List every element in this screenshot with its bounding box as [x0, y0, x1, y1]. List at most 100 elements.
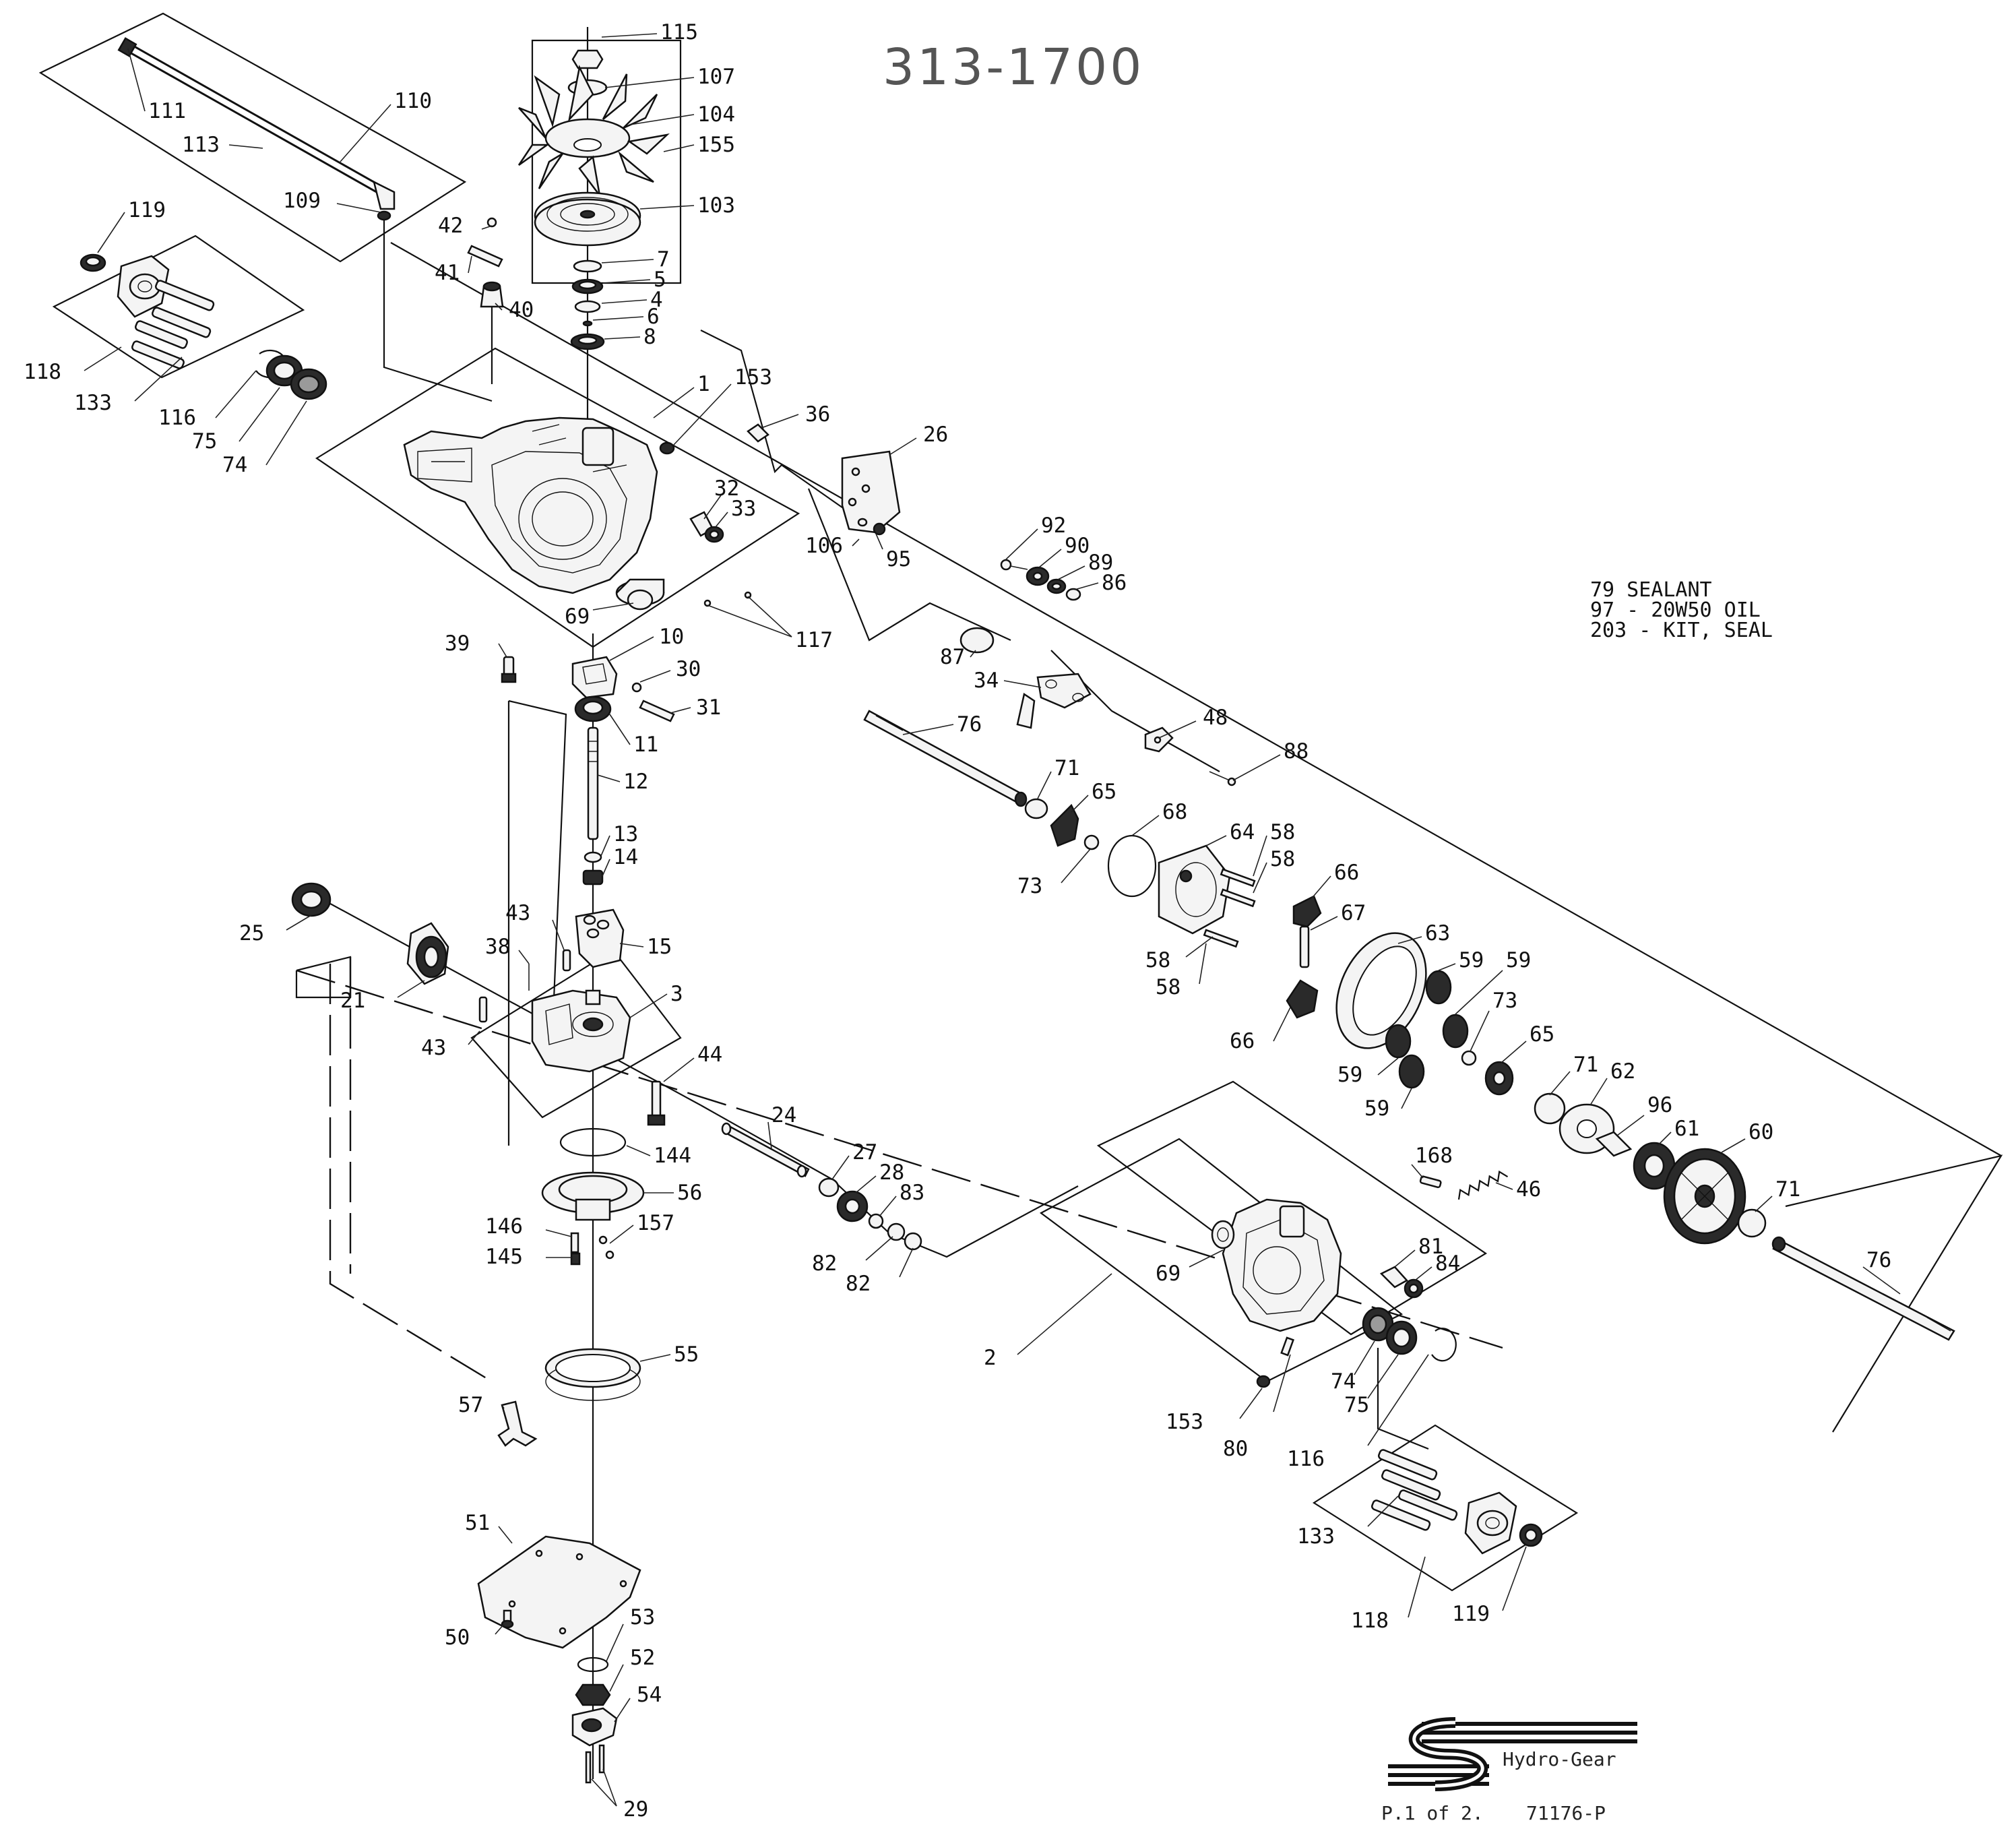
- plate-51: [477, 1535, 641, 1649]
- callout-58-d: 58: [1156, 975, 1180, 999]
- fitting-80: [1280, 1336, 1294, 1357]
- shaft-24: [721, 1122, 810, 1178]
- fan-104: [517, 65, 670, 196]
- nut-119-left: [80, 253, 106, 272]
- page-indicator: P.1 of 2.: [1381, 1802, 1484, 1824]
- pin-117a: [703, 599, 712, 607]
- callout-66-lower: 66: [1230, 1029, 1255, 1053]
- seal-33: [704, 526, 724, 543]
- callout-27: 27: [852, 1140, 877, 1165]
- washer-73-upper: [1083, 834, 1100, 850]
- pulley-103: [534, 191, 641, 247]
- pins-58: [1203, 868, 1256, 948]
- bolt-50: [501, 1609, 514, 1629]
- callout-133-left: 133: [74, 391, 112, 415]
- callout-33: 33: [731, 497, 756, 521]
- washer-82b: [904, 1232, 922, 1251]
- hose-113: [117, 37, 396, 221]
- callout-110: 110: [394, 89, 432, 113]
- callout-84: 84: [1435, 1251, 1460, 1276]
- leader-bracket-26: [700, 330, 850, 513]
- leader-86-87: [807, 488, 1011, 642]
- callout-59-d: 59: [1364, 1096, 1389, 1121]
- callout-119-right: 119: [1452, 1602, 1490, 1626]
- axis-shaft-24: [700, 1105, 833, 1180]
- bull-gear-60: [1663, 1148, 1746, 1245]
- bearing-75-right: [1385, 1320, 1418, 1355]
- callout-118-left: 118: [24, 360, 61, 384]
- callout-38: 38: [485, 935, 510, 959]
- leader-hose-109: [383, 216, 493, 402]
- callout-83: 83: [900, 1181, 924, 1205]
- pin-117b: [744, 591, 752, 599]
- callout-59-a: 59: [1459, 948, 1484, 972]
- shaft-12: [587, 726, 599, 840]
- block-10: [571, 656, 618, 699]
- callout-54: 54: [637, 1683, 662, 1707]
- spring-14: [582, 869, 604, 886]
- callout-113: 113: [182, 133, 220, 157]
- callout-109: 109: [283, 189, 321, 213]
- callout-52: 52: [630, 1646, 655, 1670]
- callout-leaders: [84, 33, 1901, 1807]
- callout-146: 146: [485, 1214, 523, 1239]
- screw-30: [631, 682, 642, 693]
- callout-32: 32: [714, 476, 739, 501]
- arm-34: [1016, 673, 1092, 729]
- callout-86: 86: [1102, 571, 1127, 595]
- nut-115: [571, 49, 604, 69]
- bushing-69-right: [1211, 1220, 1235, 1249]
- callout-103: 103: [697, 193, 735, 218]
- washer-71-lower: [1737, 1208, 1767, 1238]
- gear-61: [1633, 1142, 1676, 1190]
- callout-90: 90: [1065, 534, 1090, 558]
- cap-54: [571, 1707, 618, 1747]
- callout-71-upper: 71: [1054, 756, 1079, 780]
- ring-gear-63: [1335, 932, 1427, 1049]
- plug-153-top: [659, 441, 675, 455]
- callout-36: 36: [805, 402, 830, 427]
- callout-111: 111: [148, 99, 186, 123]
- callout-60: 60: [1749, 1120, 1773, 1144]
- callout-1: 1: [697, 372, 710, 396]
- bearing-5: [571, 278, 604, 294]
- callout-153-bottom: 153: [1166, 1410, 1203, 1434]
- leader-axle-76: [1785, 1154, 2003, 1433]
- bolt-88: [1209, 771, 1236, 786]
- axis-left-shaft: [316, 896, 701, 1106]
- plug-153-bottom: [1256, 1375, 1271, 1388]
- callout-59-c: 59: [1337, 1063, 1362, 1087]
- gear-66-upper: [1292, 895, 1322, 928]
- nut-119-right: [1519, 1523, 1543, 1547]
- callout-46: 46: [1516, 1177, 1541, 1202]
- callout-2: 2: [984, 1346, 997, 1370]
- callout-118-right: 118: [1351, 1609, 1389, 1633]
- hub-118-left: [117, 255, 215, 369]
- axle-76-upper: [863, 710, 1028, 807]
- pin-43-lower: [478, 996, 488, 1023]
- group-box-fan: [531, 39, 682, 284]
- axle-76-lower: [1771, 1236, 1955, 1341]
- callout-58-a: 58: [1270, 820, 1295, 844]
- bracket-25-21: [295, 956, 352, 999]
- callout-11: 11: [633, 733, 658, 757]
- plate-48: [1144, 726, 1174, 753]
- callout-67: 67: [1341, 901, 1366, 925]
- callout-59-b: 59: [1506, 948, 1531, 972]
- seal-84: [1404, 1278, 1424, 1299]
- washer-90: [1026, 566, 1050, 586]
- brand-name: Hydro-Gear: [1503, 1748, 1616, 1770]
- callout-8: 8: [643, 325, 656, 349]
- washer-71-mid: [1534, 1092, 1566, 1125]
- callout-89: 89: [1088, 551, 1113, 575]
- retaining-ring-116-right: [1431, 1328, 1457, 1362]
- o-ring-144: [559, 1127, 627, 1157]
- pin-157a: [598, 1235, 608, 1245]
- o-ring-53: [577, 1656, 609, 1673]
- callout-65-upper: 65: [1092, 780, 1116, 804]
- washer-73-lower: [1461, 1050, 1477, 1066]
- callout-74-left: 74: [222, 453, 247, 477]
- gasket-68: [1107, 834, 1157, 898]
- bracket-26: [841, 450, 901, 534]
